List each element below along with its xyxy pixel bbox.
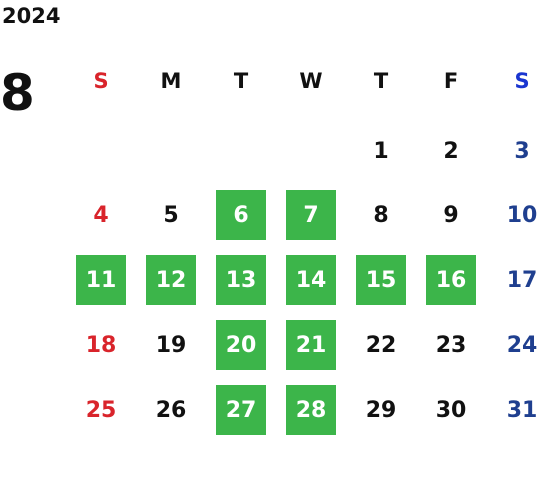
day-cell[interactable]: 16: [426, 255, 476, 305]
day-cell[interactable]: 6: [216, 190, 266, 240]
day-cell[interactable]: 8: [373, 202, 389, 228]
day-cell[interactable]: 24: [506, 332, 538, 358]
weekday-header-wednesday: W: [299, 69, 323, 93]
year-label: 2024: [2, 4, 61, 28]
weekday-header-saturday: S: [514, 69, 530, 93]
weekday-header-sunday: S: [93, 69, 109, 93]
weekday-header-monday: M: [160, 69, 182, 93]
day-cell[interactable]: 30: [435, 397, 467, 423]
month-label: 8: [0, 64, 35, 122]
day-cell[interactable]: 26: [155, 397, 187, 423]
day-cell[interactable]: 13: [216, 255, 266, 305]
day-cell[interactable]: 31: [506, 397, 538, 423]
day-cell[interactable]: 29: [365, 397, 397, 423]
weekday-header-tuesday: T: [233, 69, 249, 93]
day-cell[interactable]: 17: [506, 267, 538, 293]
day-cell[interactable]: 27: [216, 385, 266, 435]
day-cell[interactable]: 4: [93, 202, 109, 228]
day-cell[interactable]: 28: [286, 385, 336, 435]
day-cell[interactable]: 11: [76, 255, 126, 305]
day-cell[interactable]: 5: [163, 202, 179, 228]
day-cell[interactable]: 19: [155, 332, 187, 358]
day-cell[interactable]: 12: [146, 255, 196, 305]
day-cell[interactable]: 14: [286, 255, 336, 305]
day-cell[interactable]: 1: [373, 138, 389, 164]
day-cell[interactable]: 20: [216, 320, 266, 370]
day-cell[interactable]: 22: [365, 332, 397, 358]
day-cell[interactable]: 21: [286, 320, 336, 370]
day-cell[interactable]: 25: [85, 397, 117, 423]
day-cell[interactable]: 18: [85, 332, 117, 358]
day-cell[interactable]: 23: [435, 332, 467, 358]
day-cell[interactable]: 3: [514, 138, 530, 164]
weekday-header-friday: F: [443, 69, 459, 93]
weekday-header-thursday: T: [373, 69, 389, 93]
day-cell[interactable]: 2: [443, 138, 459, 164]
day-cell[interactable]: 9: [443, 202, 459, 228]
day-cell[interactable]: 7: [286, 190, 336, 240]
day-cell[interactable]: 15: [356, 255, 406, 305]
day-cell[interactable]: 10: [506, 202, 538, 228]
